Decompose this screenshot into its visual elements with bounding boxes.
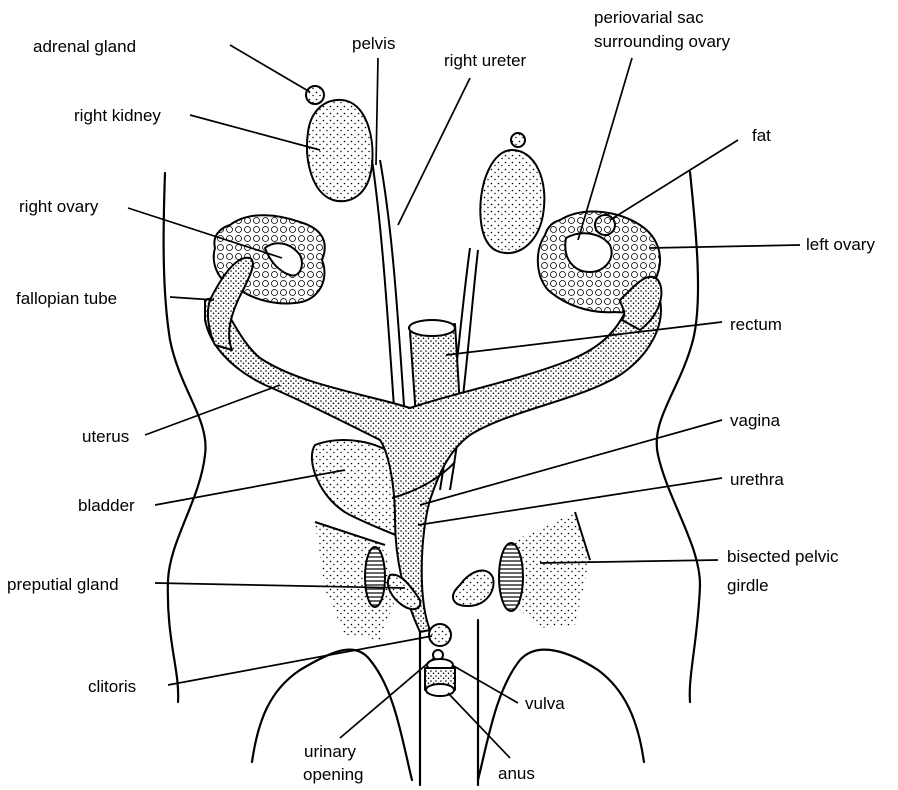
label-right-kidney: right kidney xyxy=(74,106,161,125)
label-urinary-opening-2: opening xyxy=(303,765,364,784)
label-right-ureter: right ureter xyxy=(444,51,527,70)
right-adrenal-gland xyxy=(306,86,324,104)
label-adrenal-gland: adrenal gland xyxy=(33,37,136,56)
label-right-ovary: right ovary xyxy=(19,197,99,216)
label-vulva: vulva xyxy=(525,694,565,713)
leader-clitoris xyxy=(168,636,432,685)
label-periovarial-sac-1: periovarial sac xyxy=(594,8,704,27)
leader-adrenal-gland xyxy=(230,45,310,92)
preputial-gland-right xyxy=(453,571,493,606)
label-anus: anus xyxy=(498,764,535,783)
leg-outline-right xyxy=(478,650,644,780)
left-periovarial-sac xyxy=(565,233,611,272)
leader-pelvis xyxy=(376,58,378,165)
pelvic-girdle xyxy=(315,512,590,640)
left-adrenal-gland xyxy=(511,133,525,147)
leader-rectum xyxy=(446,322,722,355)
label-periovarial-sac-2: surrounding ovary xyxy=(594,32,731,51)
label-vagina: vagina xyxy=(730,411,781,430)
label-rectum: rectum xyxy=(730,315,782,334)
label-pelvis: pelvis xyxy=(352,34,395,53)
leader-vulva xyxy=(452,665,518,703)
clitoris xyxy=(429,624,451,646)
pelvic-girdle-left-cut xyxy=(365,547,385,607)
label-pelvic-girdle-2: girdle xyxy=(727,576,769,595)
label-urinary-opening-1: urinary xyxy=(304,742,356,761)
label-fallopian-tube: fallopian tube xyxy=(16,289,117,308)
external-structures xyxy=(425,624,455,696)
leader-uterus xyxy=(145,385,280,435)
label-left-ovary: left ovary xyxy=(806,235,875,254)
label-urethra: urethra xyxy=(730,470,784,489)
leader-right-kidney xyxy=(190,115,320,150)
rectum-opening xyxy=(409,320,455,336)
label-uterus: uterus xyxy=(82,427,129,446)
leader-bladder xyxy=(155,470,345,505)
pelvic-girdle-right-cut xyxy=(499,543,523,611)
body-outline-left xyxy=(164,173,206,702)
left-kidney xyxy=(480,150,544,253)
leader-fat xyxy=(610,140,738,220)
label-fat: fat xyxy=(752,126,771,145)
label-bladder: bladder xyxy=(78,496,135,515)
leader-left-ovary xyxy=(650,245,800,248)
leader-right-ureter xyxy=(398,78,470,225)
label-pelvic-girdle-1: bisected pelvic xyxy=(727,547,839,566)
label-clitoris: clitoris xyxy=(88,677,136,696)
right-kidney xyxy=(307,100,373,201)
label-preputial-gland: preputial gland xyxy=(7,575,119,594)
